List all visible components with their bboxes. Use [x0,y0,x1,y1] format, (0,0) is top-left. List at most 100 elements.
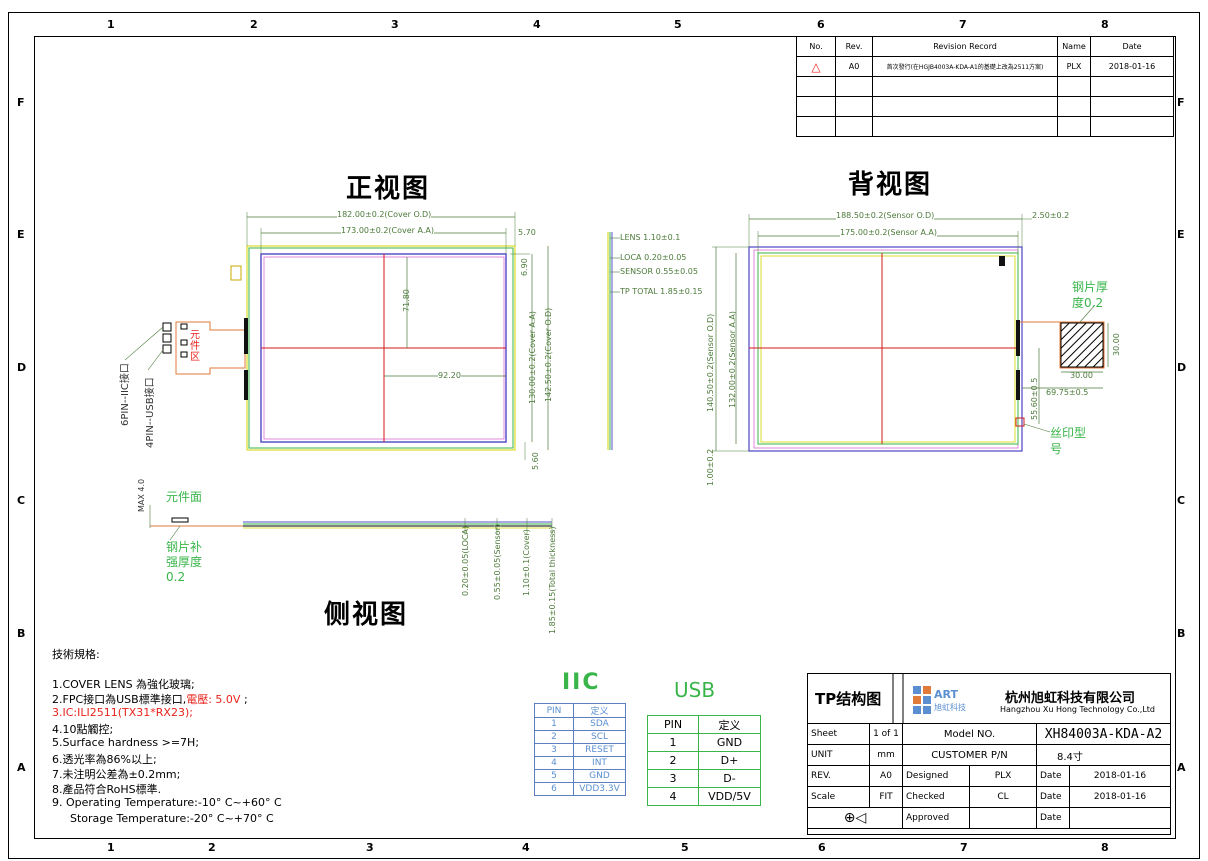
tb-label: Sheet [807,723,870,745]
iic-connector-label: 6PIN--IIC接口 [120,363,131,426]
tb-value: PLX [969,765,1037,787]
tb-label: Scale [807,786,870,808]
title-block-grid: Sheet 1 of 1 Model NO. XH84003A-KDA-A2 U… [807,723,1171,829]
tb-label: Approved [902,807,970,829]
iic-header-def: 定义 [573,703,626,718]
spec-line-5: 5.Surface hardness >=7H; [52,736,200,749]
side-dim-cover: 1.10±0.1(Cover) [522,529,531,596]
column-marker: 8 [1101,841,1109,854]
iic-def: VDD3.3V [573,782,626,796]
stack-lens: LENS 1.10±0.1 [620,233,681,242]
iic-title: IIC [562,670,601,695]
dim-cover-od: 182.00±0.2(Cover O.D) [337,210,432,219]
column-marker: 5 [674,18,682,31]
component-face-note: 元件面 [166,490,203,504]
dim-250: 2.50±0.2 [1032,211,1070,220]
row-marker: D [1177,361,1187,374]
dim-7180: 71.80 [402,289,411,312]
row-marker: B [17,627,26,640]
column-marker: 3 [366,841,374,854]
front-view-drawing [124,212,549,460]
iic-def: INT [573,756,626,770]
stack-total: TP TOTAL 1.85±0.15 [620,287,703,296]
column-marker: 2 [250,18,258,31]
dim-9220: 92.20 [438,371,461,380]
usb-header-pin: PIN [647,715,699,734]
dim-3000-v: 30.00 [1112,333,1121,356]
projection-symbol-icon: ⊕◁ [807,807,903,829]
iic-header-pin: PIN [534,703,574,718]
row-marker: E [17,228,25,241]
column-marker: 4 [522,841,530,854]
stack-sensor: SENSOR 0.55±0.05 [620,267,698,276]
iic-pin: 6 [534,782,574,796]
row-marker: F [1177,96,1185,109]
dim-142: 142.50±0.2(Cover O.D) [544,307,553,402]
iic-pin: 5 [534,769,574,783]
row-marker: F [17,96,25,109]
column-marker: 7 [959,18,967,31]
tb-label: Model NO. [902,723,1037,745]
row-marker: A [17,761,26,774]
spec-line-3: 3.IC:ILI2511(TX31*RX23); [52,706,193,719]
tb-value: CL [969,786,1037,808]
model-number: XH84003A-KDA-A2 [1036,723,1171,745]
iic-pin: 4 [534,756,574,770]
back-view-drawing [712,214,1109,452]
outer-frame [8,12,1200,859]
dim-690: 6.90 [520,258,529,276]
column-marker: 7 [960,841,968,854]
spec-line-4: 4.10點觸控; [52,723,114,736]
row-marker: C [17,494,26,507]
company-name-cn: 杭州旭虹科技有限公司 [1005,691,1136,706]
dim-sensor-aa: 175.00±0.2(Sensor A.A) [840,228,937,237]
side-dim-total: 1.85±0.15(Total thickness) [548,526,557,634]
iic-def: SDA [573,717,626,731]
dim-132: 132.00±0.2(Sensor A.A) [728,311,737,408]
dim-sensor-od: 188.50±0.2(Sensor O.D) [836,211,935,220]
usb-def: VDD/5V [698,787,761,806]
spec-title: 技術規格: [52,648,100,661]
tb-value: mm [869,744,903,766]
tb-value: 8.4寸 [1036,744,1171,766]
tb-label: CUSTOMER P/N [902,744,1037,766]
tb-label: Date [1036,807,1070,829]
dim-570: 5.70 [518,228,536,237]
dim-6975: 69.75±0.5 [1046,388,1089,397]
usb-title: USB [674,678,716,702]
dim-1405: 140.50±0.2(Sensor O.D) [706,313,715,412]
spec-line-7: 7.未注明公差為±0.2mm; [52,768,181,781]
usb-pin: 3 [647,769,699,788]
iic-def: GND [573,769,626,783]
tb-label: Date [1036,786,1070,808]
usb-pin: 1 [647,733,699,752]
column-marker: 8 [1101,18,1109,31]
usb-header-def: 定义 [698,715,761,734]
tb-label: UNIT [807,744,870,766]
company-logo-sub: 旭虹科技 [934,703,966,712]
dim-130: 130.00±0.2(Cover A.A) [528,311,537,404]
tb-label: REV. [807,765,870,787]
component-area-label: 元件区 [190,330,200,363]
column-marker: 5 [681,841,689,854]
spec-line-10: Storage Temperature:-20° C~+70° C [70,812,274,825]
title-block-lines [892,673,931,723]
back-view-title: 背视图 [848,170,933,200]
stack-loca: LOCA 0.20±0.05 [620,253,687,262]
dim-560: 5.60 [531,452,540,470]
front-view-title: 正视图 [346,174,431,204]
tb-label: Date [1036,765,1070,787]
usb-connector-label: 4PIN--USB接口 [145,377,156,448]
structure-title: TP结构图 [815,690,882,708]
dim-100: 1.00±0.2 [706,448,715,486]
iic-def: RESET [573,743,626,757]
steel-thickness-note: 钢片厚度0.2 [1072,280,1109,310]
tb-value: FIT [869,786,903,808]
steel-reinforcement-note: 钢片补强厚度0.2 [166,540,203,584]
tb-label: Checked [902,786,970,808]
iic-pin: 1 [534,717,574,731]
spec-line-9: 9. Operating Temperature:-10° C~+60° C [52,796,282,809]
column-marker: 1 [107,18,115,31]
